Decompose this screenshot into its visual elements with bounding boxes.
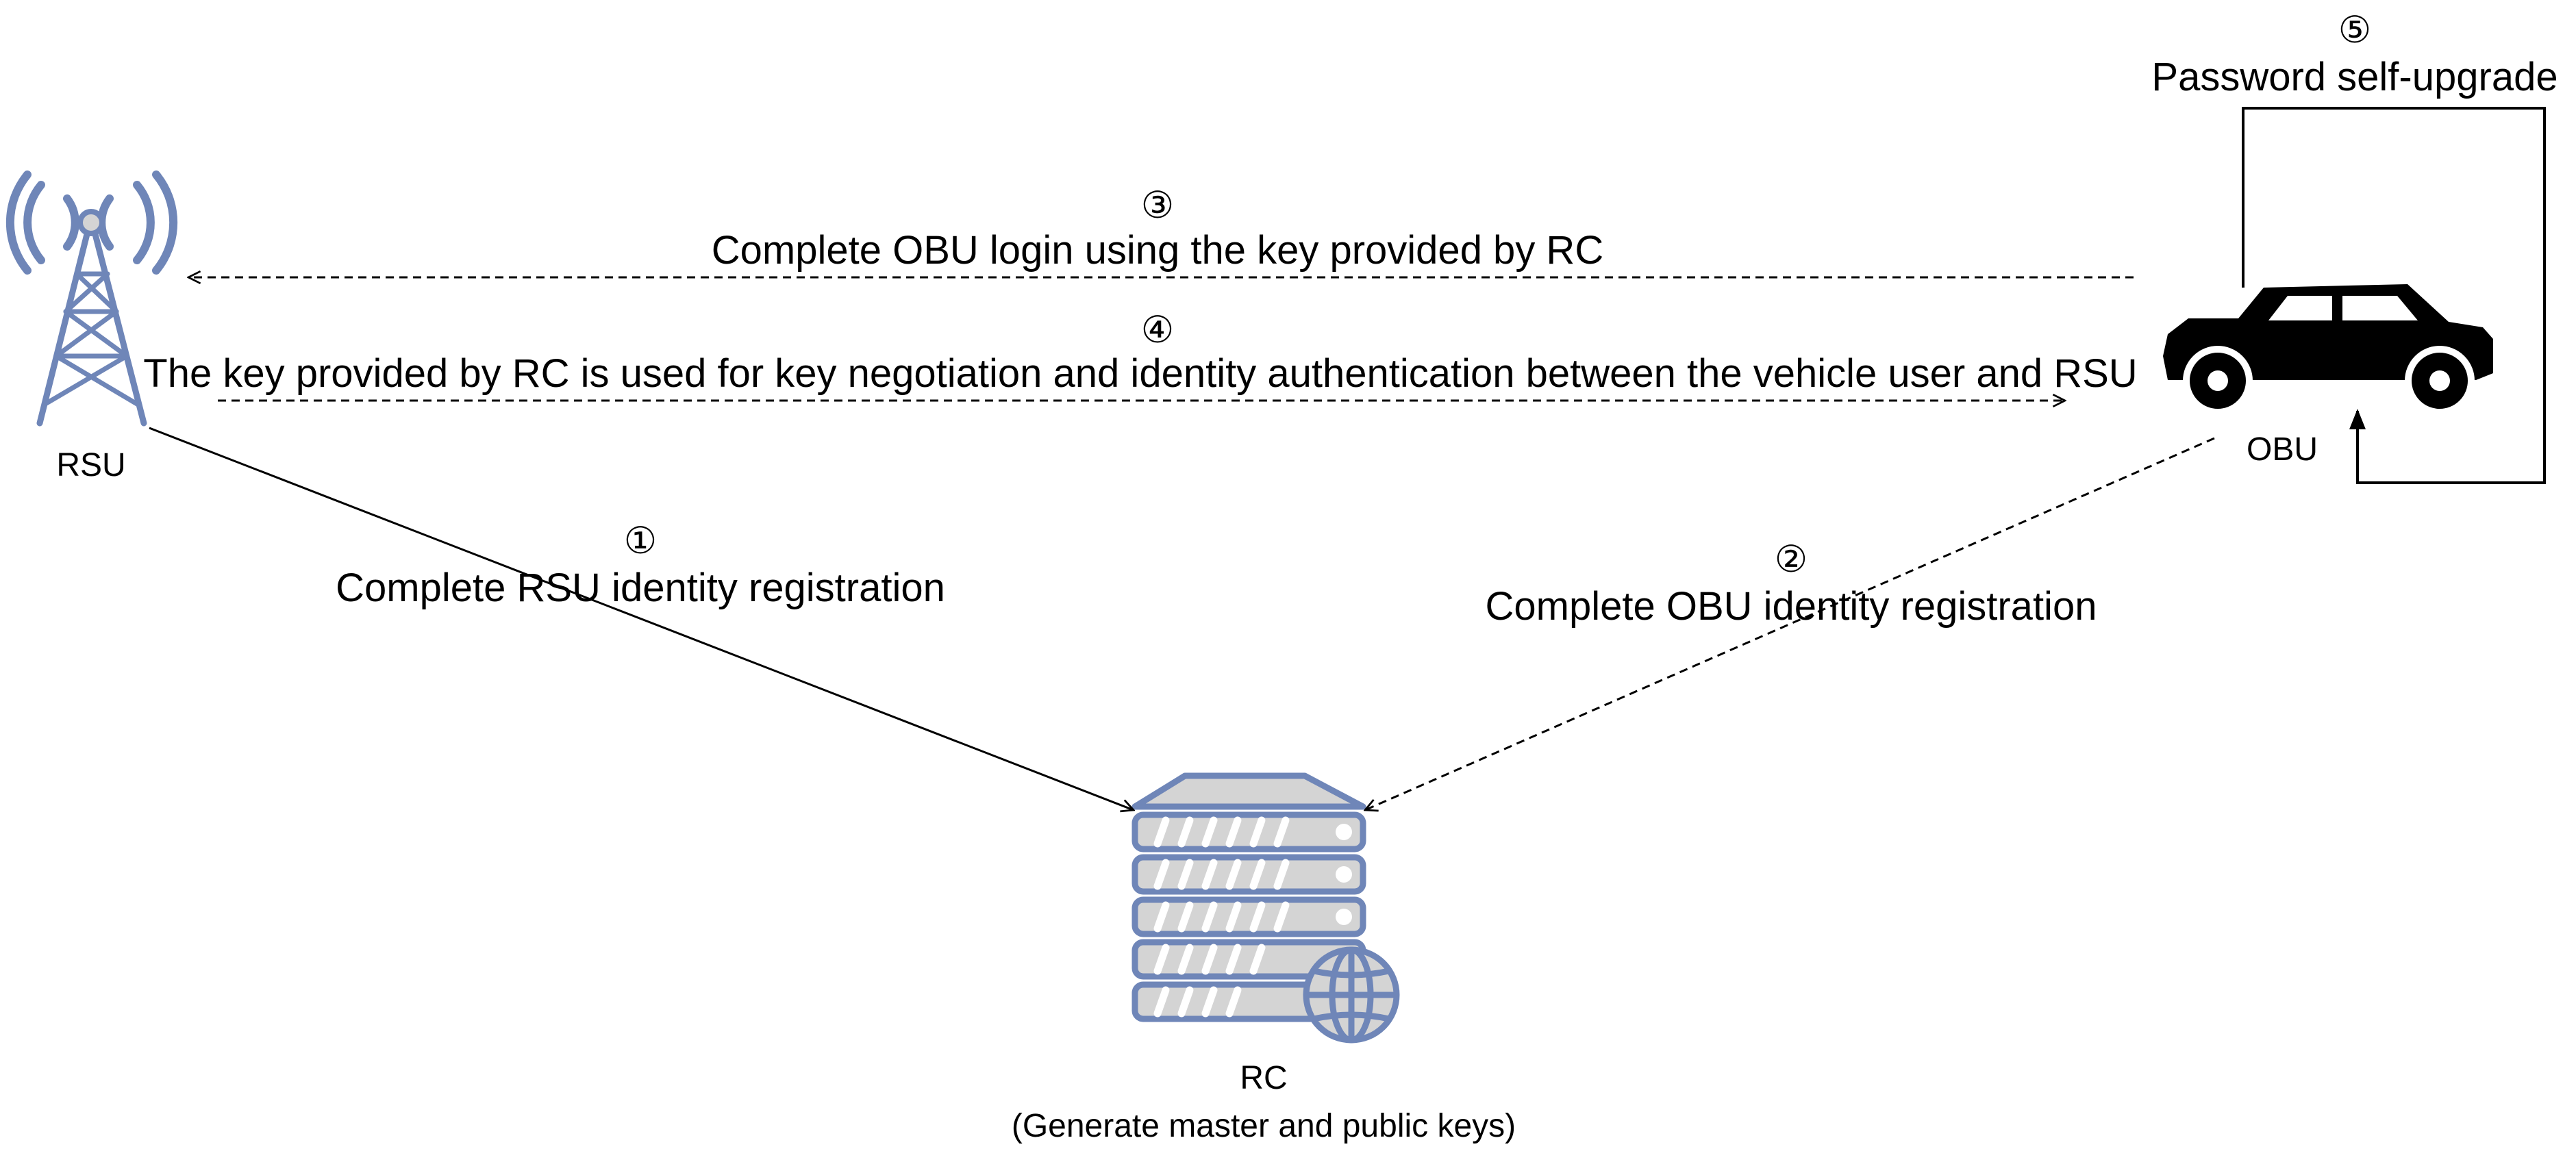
step-3-number: ③ [1141,185,1174,226]
car-icon [2163,284,2493,416]
step-5-label: Password self-upgrade [2151,55,2558,99]
step-3-label: Complete OBU login using the key provide… [712,228,1603,273]
server-stack-globe-icon [1131,772,1400,1044]
step-4-label: The key provided by RC is used for key n… [143,351,2137,396]
rc-sublabel: (Generate master and public keys) [1012,1108,1516,1144]
step-4-number: ④ [1141,310,1174,351]
obu-label: OBU [2247,431,2318,468]
rc-label: RC [1240,1060,1287,1096]
step-5-number: ⑤ [2338,10,2371,51]
arrow-rsu-to-rc [149,427,1134,810]
globe-icon [1303,946,1400,1044]
rsu-label: RSU [56,447,125,483]
step-2-label: Complete OBU identity registration [1486,584,2097,629]
arrow-obu-self-loop [2242,107,2546,484]
antenna-tower-icon [5,170,178,427]
step-2-number: ② [1775,539,1808,580]
step-1-label: Complete RSU identity registration [336,566,945,610]
arrow-obu-to-rc [1365,437,2215,810]
step-1-number: ① [624,520,657,561]
